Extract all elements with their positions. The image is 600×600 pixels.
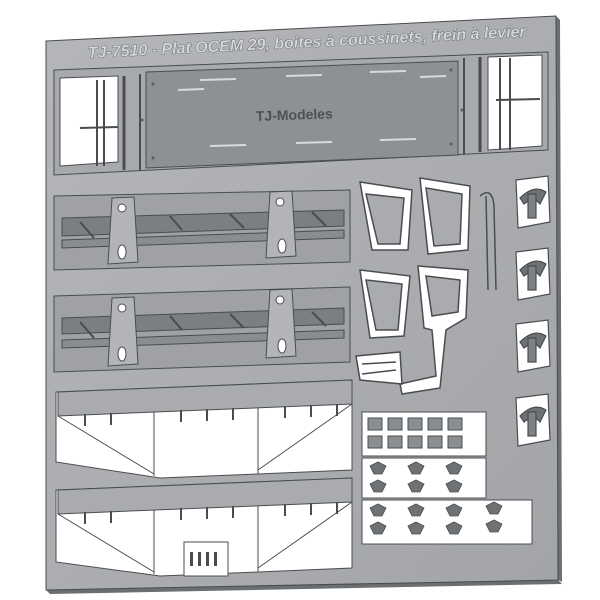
side-panel-upper <box>55 379 353 479</box>
solebar-part-upper <box>53 189 351 271</box>
solebar-part-lower <box>53 286 351 373</box>
axlebox-parts-grid <box>361 411 533 545</box>
sheet-right-edge <box>556 16 562 582</box>
wagon-deck-part <box>53 51 549 176</box>
maker-logo: TJ-Modeles <box>256 105 334 124</box>
brake-lever-column <box>515 175 551 447</box>
sheet-bottom-edge <box>46 580 562 594</box>
side-panel-lower <box>55 477 353 577</box>
brake-frame-parts <box>355 177 497 395</box>
